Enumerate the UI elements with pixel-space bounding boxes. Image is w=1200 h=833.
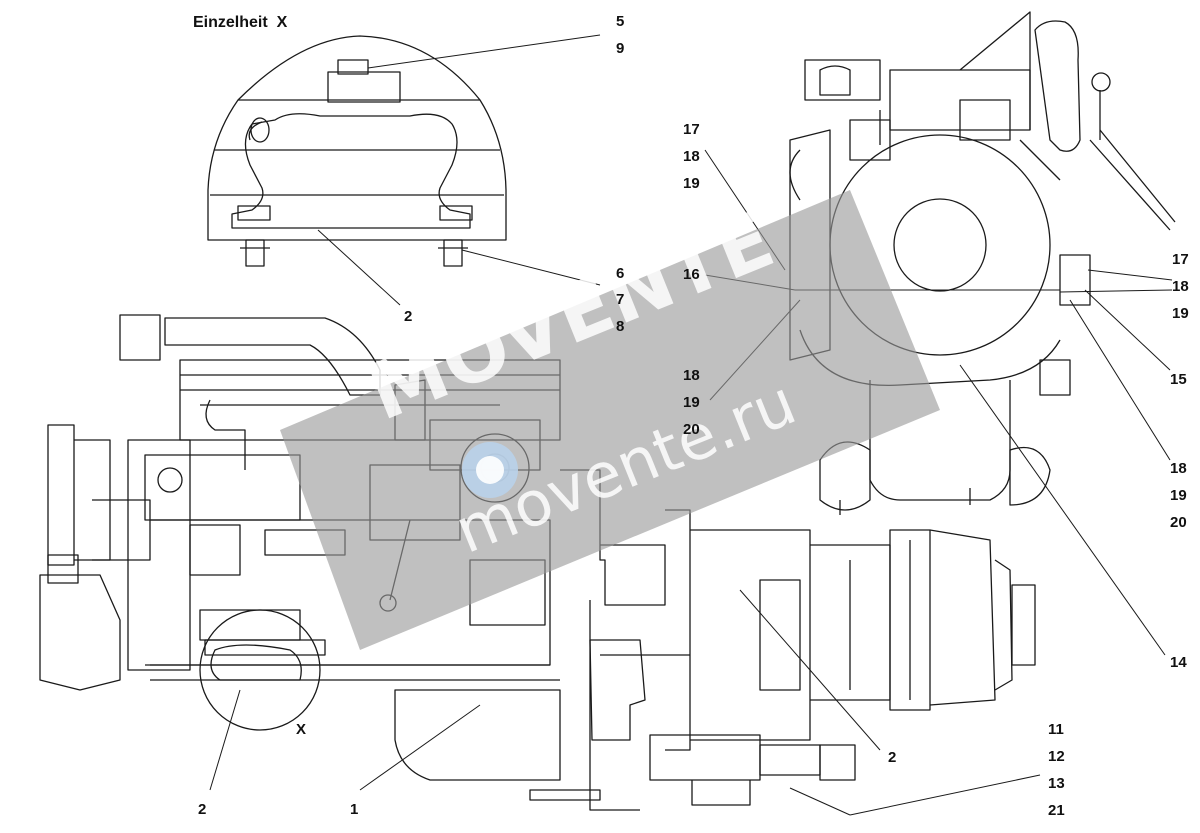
callout-17-right: 17 [1172,251,1189,268]
callout-19-right: 19 [1172,305,1189,322]
callout-17-left: 17 [683,121,700,138]
callout-11: 11 [1048,721,1064,738]
callout-12: 12 [1048,748,1065,765]
callout-18-mid: 18 [683,367,700,384]
callout-2-detail: 2 [404,308,413,325]
callout-18-right: 18 [1172,278,1189,295]
callout-19-lower-right: 19 [1170,487,1187,504]
callout-19-left: 19 [683,175,700,192]
callout-9: 9 [616,40,625,57]
callout-13: 13 [1048,775,1065,792]
callout-19-mid: 19 [683,394,700,411]
callout-18-lower-right: 18 [1170,460,1187,477]
callout-16: 16 [683,266,700,283]
callout-5: 5 [616,13,625,30]
detail-x-inset [207,35,507,267]
callout-1: 1 [350,801,359,818]
detail-marker: X [296,721,307,738]
callout-2-center: 2 [888,749,897,766]
callout-18-left: 18 [683,148,700,165]
callout-14: 14 [1170,654,1187,671]
callout-20-lower-right: 20 [1170,514,1187,531]
callout-21: 21 [1048,802,1065,819]
callout-2-left: 2 [198,801,207,818]
callout-8: 8 [616,318,625,335]
callout-20-mid: 20 [683,421,700,438]
callout-7: 7 [616,291,625,308]
callout-15: 15 [1170,371,1187,388]
detail-title: Einzelheit X [193,14,288,31]
callout-6: 6 [616,265,625,282]
watermark-band [280,190,940,650]
